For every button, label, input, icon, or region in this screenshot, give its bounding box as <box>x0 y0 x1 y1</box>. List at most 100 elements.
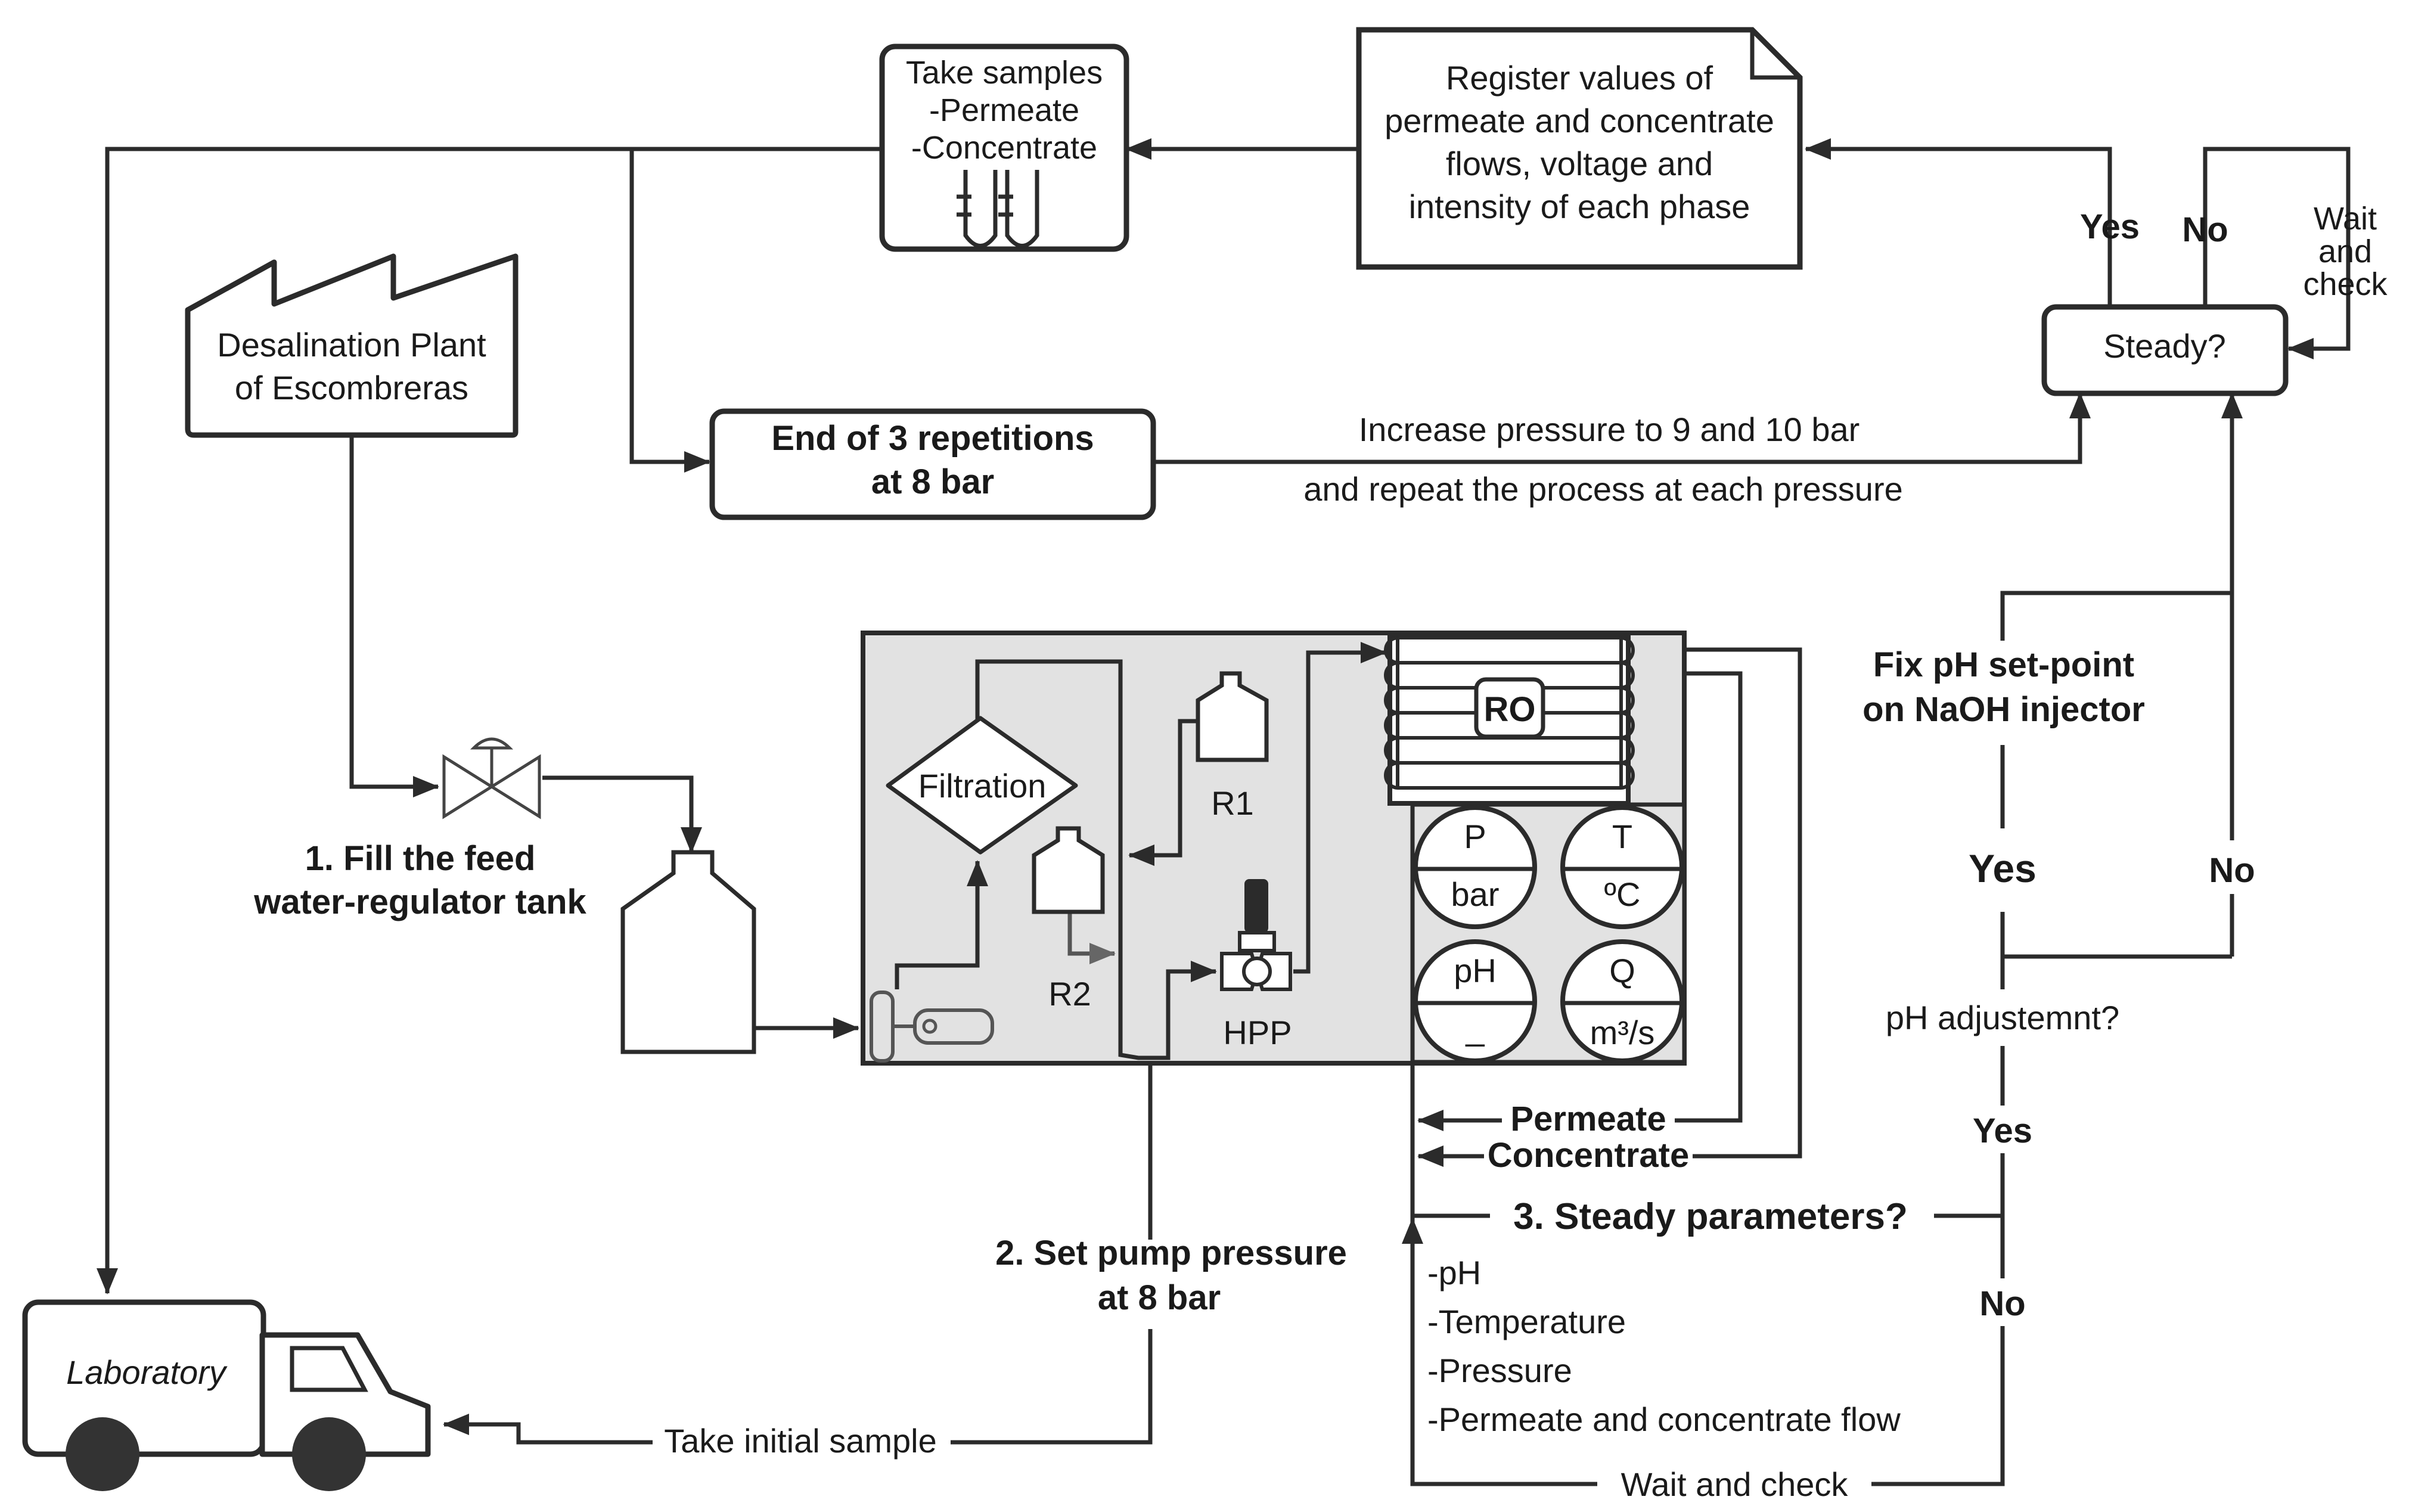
param-temperature: -Temperature <box>1427 1303 1626 1340</box>
set-pump-line-2: at 8 bar <box>1098 1278 1221 1317</box>
r2-label: R2 <box>1048 975 1091 1013</box>
laboratory-label: Laboratory <box>66 1353 228 1391</box>
param-ph: -pH <box>1427 1254 1481 1291</box>
no-steady-bg <box>1967 1278 2038 1326</box>
fill-tank-line-2: water-regulator tank <box>253 883 586 921</box>
label-wait-and-check: Wait and check <box>1621 1466 1849 1503</box>
label-no-fix: No <box>2209 851 2255 890</box>
filtration-label: Filtration <box>918 767 1047 805</box>
steady-parameters-label: 3. Steady parameters? <box>1513 1196 1908 1237</box>
label-wait-2: and <box>2318 234 2372 269</box>
edge-samples-to-laboratory <box>97 147 882 1294</box>
no-fix-bg <box>2193 840 2271 894</box>
label-yes-fix: Yes <box>1969 846 2037 890</box>
register-line-2: permeate and concentrate <box>1384 102 1774 139</box>
ro-label: RO <box>1484 690 1536 729</box>
gauge-t-bottom: ºC <box>1604 875 1641 913</box>
pipe-r2 <box>1067 912 1116 964</box>
test-tubes-icon <box>957 170 1039 248</box>
yes-fix-bg <box>1955 840 2050 894</box>
register-line-1: Register values of <box>1446 59 1713 97</box>
gauge-ph-bottom: _ <box>1465 1010 1485 1047</box>
parameters-list: -pH -Temperature -Pressure -Permeate and… <box>1427 1254 1901 1438</box>
register-values-node: Register values of permeate and concentr… <box>1356 27 1803 270</box>
steady-node: Steady? <box>2041 304 2289 396</box>
take-samples-node: Take samples -Permeate -Concentrate <box>879 44 1129 252</box>
valve-icon <box>442 737 541 819</box>
label-take-initial-sample: Take initial sample <box>664 1422 937 1460</box>
laboratory-truck: Laboratory <box>22 1299 431 1491</box>
process-panel: Filtration R1 R2 HPP <box>861 631 1687 1066</box>
initial-sample-bg <box>653 1418 951 1463</box>
end-line-2: at 8 bar <box>871 462 994 501</box>
r1-tank: R1 <box>1196 671 1269 822</box>
gauge-grid: P bar T ºC pH _ Q m³/s <box>1410 802 1687 1064</box>
edge-plant-to-valve <box>349 435 439 797</box>
dosing-pump-icon <box>870 991 994 1063</box>
label-increase-pressure: Increase pressure to 9 and 10 bar <box>1359 411 1860 448</box>
steady-label: Steady? <box>2103 327 2226 365</box>
label-wait-1: Wait <box>2314 201 2377 237</box>
plant-line-2: of Escombreras <box>235 369 468 406</box>
truck-wheel-front <box>292 1417 366 1491</box>
concentrate-label-bg <box>1484 1135 1693 1173</box>
label-no-top: No <box>2182 210 2228 249</box>
take-samples-line-2: -Permeate <box>929 92 1079 128</box>
truck-wheel-rear <box>66 1417 139 1491</box>
pipe-to-filtration <box>895 860 988 989</box>
gauge-p-bottom: bar <box>1451 875 1500 913</box>
gauge-pressure: P bar <box>1413 805 1537 929</box>
set-pump-line-1: 2. Set pump pressure <box>995 1234 1347 1272</box>
gauge-flow: Q m³/s <box>1560 939 1684 1063</box>
edge-steady-no-loop <box>2203 147 2351 359</box>
param-pressure: -Pressure <box>1427 1352 1572 1389</box>
plant-line-1: Desalination Plant <box>217 326 486 364</box>
register-line-3: flows, voltage and <box>1446 145 1713 182</box>
ph-adjustment-label: pH adjustemnt? <box>1886 999 2119 1036</box>
fix-ph-bg <box>1848 641 2157 745</box>
hpp-label: HPP <box>1223 1014 1292 1051</box>
gauge-ph: pH _ <box>1413 939 1537 1063</box>
desalination-plant-node: Desalination Plant of Escombreras <box>185 253 519 438</box>
label-repeat-process: and repeat the process at each pressure <box>1303 470 1903 508</box>
gauge-t-top: T <box>1612 818 1632 855</box>
label-yes-steady: Yes <box>1973 1112 2032 1150</box>
register-line-4: intensity of each phase <box>1409 188 1750 225</box>
steady-params-bg <box>1490 1189 1934 1237</box>
pipe-filtration-loop <box>975 659 1216 1060</box>
gauge-ph-top: pH <box>1454 952 1497 989</box>
label-wait-3: check <box>2303 266 2388 302</box>
r1-label: R1 <box>1211 784 1254 822</box>
r2-tank: R2 <box>1032 826 1105 1013</box>
edge-valve-to-tank <box>542 775 702 853</box>
hpp-pump-icon: HPP <box>1220 879 1292 1051</box>
gauge-temperature: T ºC <box>1560 805 1684 929</box>
permeate-label-bg <box>1502 1097 1675 1135</box>
label-yes-top: Yes <box>2080 207 2140 246</box>
pipe-r1-to-loop <box>1128 719 1201 866</box>
pipe-hpp-to-ro <box>1293 642 1387 974</box>
fix-ph-line-2: on NaOH injector <box>1862 690 2145 729</box>
gauge-q-top: Q <box>1609 952 1635 989</box>
fix-ph-line-1: Fix pH set-point <box>1873 645 2134 684</box>
label-concentrate: Concentrate <box>1488 1136 1689 1175</box>
edge-steady-yes-to-register <box>1805 138 2112 307</box>
set-pump-bg <box>966 1240 1335 1329</box>
yes-steady-bg <box>1955 1106 2050 1153</box>
edge-samples-to-end <box>629 149 710 473</box>
end-repetitions-node: End of 3 repetitions at 8 bar <box>709 408 1156 520</box>
ro-module: RO <box>1384 634 1635 806</box>
wait-check-bg <box>1597 1460 1871 1508</box>
label-permeate: Permeate <box>1510 1100 1666 1138</box>
ph-adjust-bg <box>1854 989 2152 1046</box>
end-line-1: End of 3 repetitions <box>771 419 1094 458</box>
filtration-node: Filtration <box>886 716 1078 855</box>
gauge-p-top: P <box>1464 818 1486 855</box>
label-no-steady: No <box>1979 1284 2025 1323</box>
edge-end-to-steady <box>1153 392 2091 464</box>
feed-tank-icon <box>620 850 756 1054</box>
take-samples-line-1: Take samples <box>906 55 1103 91</box>
param-flow: -Permeate and concentrate flow <box>1427 1401 1901 1438</box>
